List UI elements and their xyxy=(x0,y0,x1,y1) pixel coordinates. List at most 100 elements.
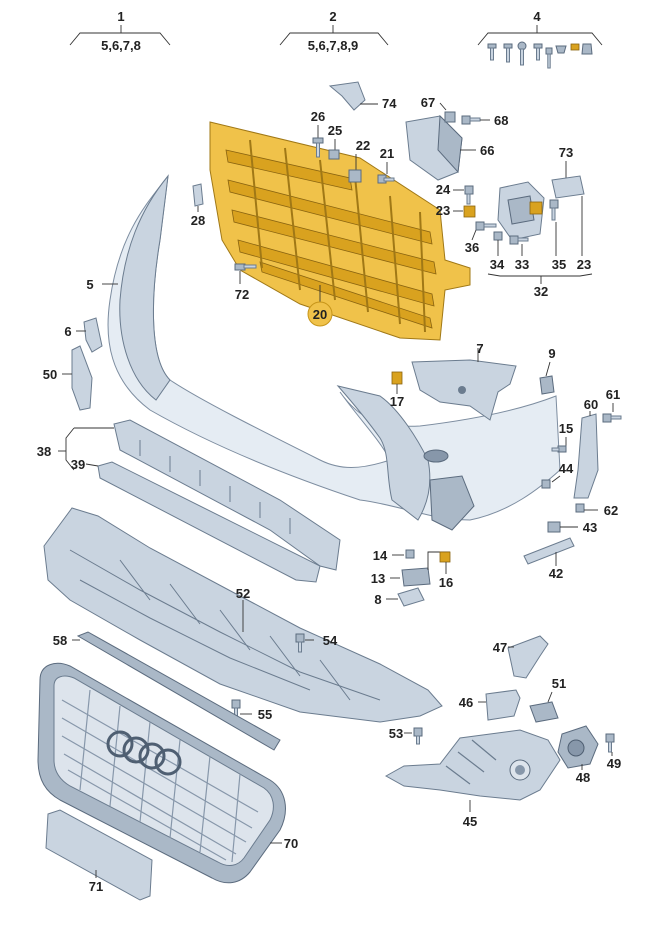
label-71: 71 xyxy=(89,879,103,894)
part-14-screw: 14 xyxy=(373,548,415,563)
part-53-screw: 53 xyxy=(389,726,423,745)
label-36: 36 xyxy=(465,240,479,255)
part-34-screw: 34 xyxy=(490,231,505,272)
part-17-clip: 17 xyxy=(390,371,404,409)
label-25: 25 xyxy=(328,123,342,138)
label-23a: 23 xyxy=(436,203,450,218)
part-54-screw: 54 xyxy=(295,633,338,653)
part-42-strip: 42 xyxy=(523,537,575,581)
label-42: 42 xyxy=(549,566,563,581)
label-61: 61 xyxy=(606,387,620,402)
label-74: 74 xyxy=(382,96,397,111)
label-24: 24 xyxy=(436,182,451,197)
label-43: 43 xyxy=(583,520,597,535)
label-21: 21 xyxy=(380,146,394,161)
part-67-clip: 67 xyxy=(421,95,456,123)
label-9: 9 xyxy=(548,346,555,361)
label-58: 58 xyxy=(53,633,67,648)
label-7: 7 xyxy=(476,341,483,356)
part-66-guide: 66 xyxy=(405,114,494,181)
label-8: 8 xyxy=(374,592,381,607)
label-72: 72 xyxy=(235,287,249,302)
part-25-clip: 25 xyxy=(328,123,342,160)
header-1-refs: 5,6,7,8 xyxy=(101,38,141,53)
part-49-screw: 49 xyxy=(605,733,621,771)
part-50-tow-cover: 50 xyxy=(43,345,93,411)
label-53: 53 xyxy=(389,726,403,741)
label-6: 6 xyxy=(64,324,71,339)
header-2-refs: 5,6,7,8,9 xyxy=(308,38,359,53)
label-51: 51 xyxy=(552,676,566,691)
part-36-screw: 36 xyxy=(465,221,497,255)
label-66: 66 xyxy=(480,143,494,158)
part-35-screw: 35 xyxy=(549,199,566,272)
part-70-front-grille: 70 xyxy=(37,662,298,884)
label-47: 47 xyxy=(493,640,507,655)
label-35: 35 xyxy=(552,257,566,272)
part-62-screw: 62 xyxy=(575,503,618,518)
label-22: 22 xyxy=(356,138,370,153)
part-5-bumper-cover: 5 xyxy=(86,174,561,531)
group-32-bracket: 32 xyxy=(487,273,593,299)
part-38-spoiler: 38 xyxy=(37,419,341,571)
label-48: 48 xyxy=(576,770,590,785)
label-38: 38 xyxy=(37,444,51,459)
label-49: 49 xyxy=(607,756,621,771)
label-62: 62 xyxy=(604,503,618,518)
label-16: 16 xyxy=(439,575,453,590)
fastener-set-icon xyxy=(487,41,593,69)
part-51-fog-bracket: 51 xyxy=(529,676,566,723)
part-28-clip: 28 xyxy=(191,183,205,228)
four-rings-logo-icon xyxy=(106,730,182,776)
part-15-screw: 15 xyxy=(551,421,573,453)
part-68-screw: 68 xyxy=(461,113,508,128)
part-72-screw: 72 xyxy=(234,263,257,302)
part-26-screw: 26 xyxy=(311,109,325,158)
part-24-bolt: 24 xyxy=(436,182,474,205)
part-16-clip: 16 xyxy=(439,551,453,590)
label-32: 32 xyxy=(534,284,548,299)
label-20: 20 xyxy=(313,307,327,322)
label-44: 44 xyxy=(559,461,574,476)
part-55-screw: 55 xyxy=(231,699,272,722)
header-1-id: 1 xyxy=(117,9,124,24)
part-21-bolt: 21 xyxy=(377,146,395,184)
part-9-clip: 9 xyxy=(539,346,556,395)
part-52-lower-panel: 52 xyxy=(43,507,443,723)
part-20-grille-carrier: 20 xyxy=(209,121,471,341)
header-group-1: 1 5,6,7,8 xyxy=(69,9,171,53)
label-23b: 23 xyxy=(577,257,591,272)
part-8-cap: 8 xyxy=(374,587,425,607)
label-26: 26 xyxy=(311,109,325,124)
part-58-trim-strip: 58 xyxy=(53,631,281,751)
header-group-2: 2 5,6,7,8,9 xyxy=(279,9,389,53)
part-33-screw: 33 xyxy=(509,235,529,272)
label-45: 45 xyxy=(463,814,477,829)
part-45-fog-grille: 45 xyxy=(384,729,561,829)
part-47-trim: 47 xyxy=(493,635,549,679)
label-60: 60 xyxy=(584,397,598,412)
part-71-license-plate-bracket: 71 xyxy=(45,809,153,901)
part-6-cap: 6 xyxy=(64,317,103,353)
label-73: 73 xyxy=(559,145,573,160)
header-4-id: 4 xyxy=(533,9,541,24)
label-68: 68 xyxy=(494,113,508,128)
part-7-bracket: 7 xyxy=(411,341,517,421)
part-48-fog-lamp: 48 xyxy=(557,725,599,785)
part-23-nut-b: 23 xyxy=(577,196,591,272)
label-50: 50 xyxy=(43,367,57,382)
part-13-bracket: 13 xyxy=(371,551,450,587)
label-33: 33 xyxy=(515,257,529,272)
part-44-screw: 44 xyxy=(541,461,574,489)
part-60-side-bracket: 60 xyxy=(573,397,599,499)
label-5: 5 xyxy=(86,277,93,292)
label-28: 28 xyxy=(191,213,205,228)
part-32-sensor-bracket xyxy=(497,181,545,241)
part-39-strip: 39 xyxy=(71,457,321,583)
part-43-clip: 43 xyxy=(547,520,597,535)
label-70: 70 xyxy=(284,836,298,851)
label-34: 34 xyxy=(490,257,505,272)
label-13: 13 xyxy=(371,571,385,586)
label-39: 39 xyxy=(71,457,85,472)
